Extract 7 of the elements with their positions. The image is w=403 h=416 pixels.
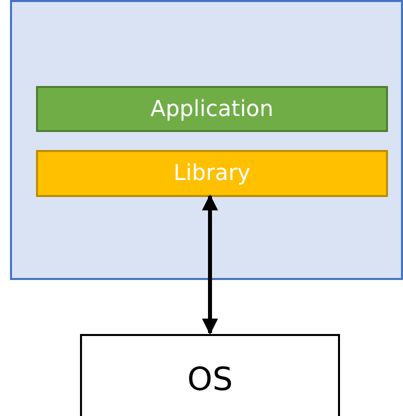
os-box [80, 334, 340, 416]
node-label: Library [174, 161, 250, 186]
application-bar [36, 86, 388, 132]
node-label: OS [187, 360, 233, 398]
node-label: Application [150, 96, 274, 122]
container-panel [10, 0, 403, 280]
library-bar [36, 150, 388, 197]
